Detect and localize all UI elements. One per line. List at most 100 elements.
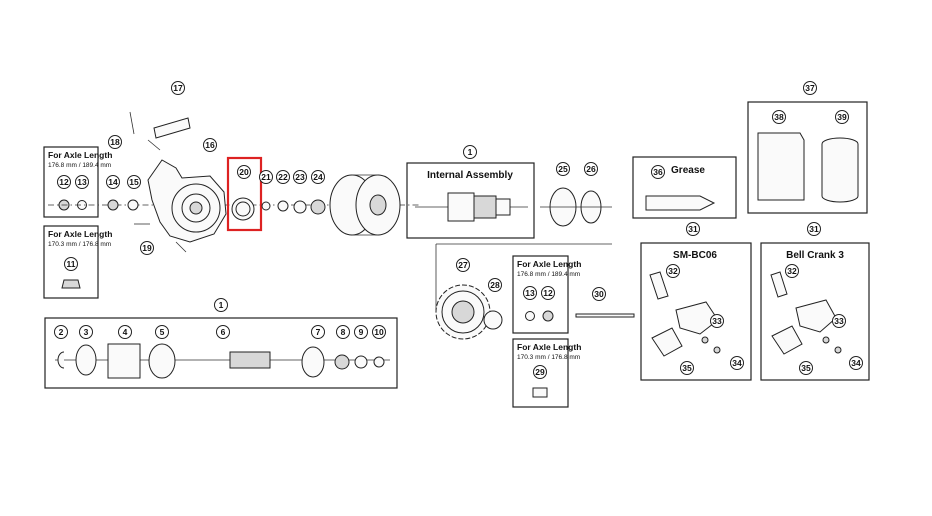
callout-7[interactable]: 7 (311, 325, 325, 339)
callout-34-left[interactable]: 34 (730, 356, 744, 370)
callout-32-right[interactable]: 32 (785, 264, 799, 278)
svg-text:10: 10 (374, 327, 384, 337)
svg-text:8: 8 (341, 327, 346, 337)
callout-29[interactable]: 29 (533, 365, 547, 379)
callout-5[interactable]: 5 (155, 325, 169, 339)
callout-16[interactable]: 16 (203, 138, 217, 152)
hub-shell (329, 174, 401, 236)
callout-9[interactable]: 9 (354, 325, 368, 339)
callout-26[interactable]: 26 (584, 162, 598, 176)
callout-8[interactable]: 8 (336, 325, 350, 339)
axle-length-label: For Axle Length (48, 150, 112, 160)
svg-text:30: 30 (594, 289, 604, 299)
callout-18[interactable]: 18 (108, 135, 122, 149)
callout-38[interactable]: 38 (772, 110, 786, 124)
svg-text:5: 5 (160, 327, 165, 337)
svg-text:21: 21 (261, 172, 271, 182)
callout-20[interactable]: 20 (237, 165, 251, 179)
callout-36[interactable]: 36 (651, 165, 665, 179)
callout-14[interactable]: 14 (106, 175, 120, 189)
axle-length-box-11: For Axle Length 170.3 mm / 176.8 mm (43, 225, 112, 299)
svg-text:34: 34 (732, 358, 742, 368)
callout-37[interactable]: 37 (803, 81, 817, 95)
grease-title: Grease (671, 165, 705, 176)
callout-33-right[interactable]: 33 (832, 314, 846, 328)
axle-length-range: 176.8 mm / 189.4 mm (517, 271, 580, 278)
callout-12[interactable]: 12 (57, 175, 71, 189)
callout-30[interactable]: 30 (592, 287, 606, 301)
svg-text:28: 28 (490, 280, 500, 290)
axle-length-range: 176.8 mm / 189.4 mm (48, 162, 111, 169)
svg-text:2: 2 (59, 327, 64, 337)
callout-6[interactable]: 6 (216, 325, 230, 339)
svg-text:14: 14 (108, 177, 118, 187)
svg-text:19: 19 (142, 243, 152, 253)
svg-text:4: 4 (123, 327, 128, 337)
svg-text:17: 17 (173, 83, 183, 93)
callout-19[interactable]: 19 (140, 241, 154, 255)
svg-text:38: 38 (774, 112, 784, 122)
callout-32-left[interactable]: 32 (666, 264, 680, 278)
parts-21-24 (261, 199, 326, 215)
callout-2[interactable]: 2 (54, 325, 68, 339)
svg-text:18: 18 (110, 137, 120, 147)
highlight-box-part-20 (226, 156, 263, 232)
callout-31-left[interactable]: 31 (686, 222, 700, 236)
axle-length-box-13-12: For Axle Length 176.8 mm / 189.4 mm (512, 255, 581, 334)
callout-21[interactable]: 21 (259, 170, 273, 184)
svg-text:1: 1 (468, 147, 473, 157)
svg-text:34: 34 (851, 358, 861, 368)
callout-1-bottom[interactable]: 1 (214, 298, 228, 312)
svg-text:32: 32 (787, 266, 797, 276)
svg-text:26: 26 (586, 164, 596, 174)
callout-15[interactable]: 15 (127, 175, 141, 189)
axle-length-label: For Axle Length (48, 229, 112, 239)
svg-text:33: 33 (834, 316, 844, 326)
callout-13[interactable]: 13 (75, 175, 89, 189)
axle-length-label: For Axle Length (517, 259, 581, 269)
svg-text:15: 15 (129, 177, 139, 187)
callout-17[interactable]: 17 (171, 81, 185, 95)
callout-35-left[interactable]: 35 (680, 361, 694, 375)
svg-text:13: 13 (525, 288, 535, 298)
sprocket (435, 284, 503, 340)
callout-13-mid[interactable]: 13 (523, 286, 537, 300)
callout-12-mid[interactable]: 12 (541, 286, 555, 300)
svg-text:32: 32 (668, 266, 678, 276)
svg-text:23: 23 (295, 172, 305, 182)
callout-25[interactable]: 25 (556, 162, 570, 176)
svg-text:29: 29 (535, 367, 545, 377)
callout-34-right[interactable]: 34 (849, 356, 863, 370)
callout-39[interactable]: 39 (835, 110, 849, 124)
callout-22[interactable]: 22 (276, 170, 290, 184)
svg-text:6: 6 (221, 327, 226, 337)
callout-27[interactable]: 27 (456, 258, 470, 272)
sm-bc06-title: SM-BC06 (673, 250, 717, 261)
svg-text:3: 3 (84, 327, 89, 337)
callout-11[interactable]: 11 (64, 257, 78, 271)
callout-10[interactable]: 10 (372, 325, 386, 339)
callout-31-right[interactable]: 31 (807, 222, 821, 236)
svg-text:35: 35 (682, 363, 692, 373)
svg-text:31: 31 (809, 224, 819, 234)
push-rod (575, 313, 635, 318)
brake-assembly (107, 111, 227, 253)
callout-4[interactable]: 4 (118, 325, 132, 339)
svg-text:36: 36 (653, 167, 663, 177)
callout-35-right[interactable]: 35 (799, 361, 813, 375)
callout-3[interactable]: 3 (79, 325, 93, 339)
svg-text:9: 9 (359, 327, 364, 337)
axle-length-label: For Axle Length (517, 342, 581, 352)
axle-length-range: 170.3 mm / 176.8 mm (48, 241, 111, 248)
callout-23[interactable]: 23 (293, 170, 307, 184)
callout-1-top[interactable]: 1 (463, 145, 477, 159)
callout-24[interactable]: 24 (311, 170, 325, 184)
svg-text:13: 13 (77, 177, 87, 187)
svg-text:7: 7 (316, 327, 321, 337)
callout-33-left[interactable]: 33 (710, 314, 724, 328)
bell-crank-title: Bell Crank 3 (786, 250, 844, 261)
svg-text:27: 27 (458, 260, 468, 270)
bell-crank-box: Bell Crank 3 (760, 242, 870, 381)
callout-28[interactable]: 28 (488, 278, 502, 292)
